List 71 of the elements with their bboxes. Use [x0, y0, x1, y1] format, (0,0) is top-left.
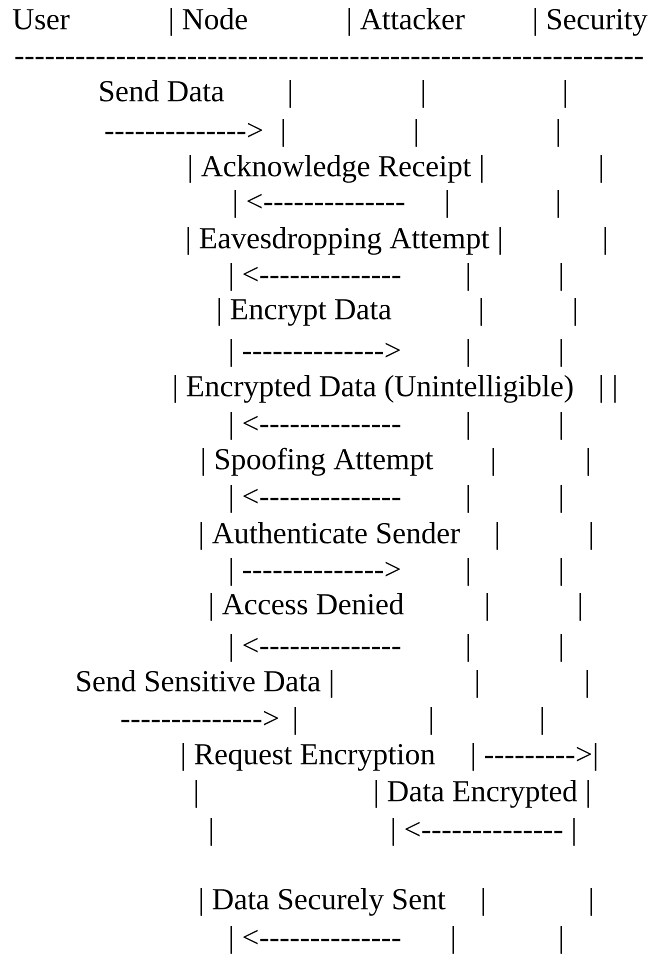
diagram-text: | --------->| [472, 743, 596, 771]
diagram-text: | [430, 707, 432, 735]
diagram-text: | Attacker [348, 8, 465, 36]
diagram-text: | [480, 298, 482, 326]
diagram-text: | [422, 80, 424, 108]
diagram-text: | <-------------- [230, 634, 400, 662]
diagram-text: | [492, 448, 494, 476]
diagram-text: | [496, 522, 498, 550]
diagram-text: --------------> [121, 710, 278, 726]
diagram-text: | [468, 485, 469, 513]
diagram-text: | [558, 119, 559, 147]
diagram-text: User [12, 9, 70, 30]
diagram-text: | <-------------- [230, 263, 400, 291]
diagram-text: | [468, 634, 469, 662]
diagram-text: | [574, 298, 576, 326]
diagram-text: | [196, 780, 197, 808]
diagram-text: | [542, 707, 543, 735]
diagram-text: | [446, 190, 448, 218]
diagram-text: | <-------------- [230, 412, 400, 440]
diagram-text: | [560, 263, 562, 291]
diagram-text: | [600, 155, 602, 183]
diagram-text: --------------> [105, 122, 262, 138]
diagram-text: Send Data [100, 80, 224, 102]
diagram-text: | [560, 634, 562, 662]
diagram-text: | [560, 926, 562, 954]
diagram-text: | [416, 119, 417, 147]
diagram-text: | [560, 485, 562, 513]
diagram-text: | [290, 80, 291, 108]
diagram-text: | [282, 119, 284, 147]
diagram-text: | Encrypt Data [218, 298, 392, 326]
diagram-text: | --------------> [230, 339, 400, 367]
diagram-text: | Request Encryption [182, 743, 435, 771]
diagram-text: | | [600, 375, 616, 403]
diagram-text: | <-------------- [230, 485, 400, 513]
diagram-text: | [560, 412, 562, 440]
diagram-text: | [486, 593, 488, 621]
diagram-text: | --------------> [230, 558, 400, 586]
diagram-text: | Access Denied [210, 593, 404, 621]
diagram-text: | [564, 80, 566, 108]
diagram-text: | [604, 227, 606, 255]
diagram-text: | [560, 339, 562, 367]
diagram-text: | [468, 558, 469, 586]
diagram-text: | [294, 707, 296, 735]
diagram-text: | Eavesdropping Attempt | [188, 227, 501, 255]
diagram-text: | [588, 448, 589, 476]
diagram-text: | [210, 818, 212, 846]
diagram-text: | [476, 670, 478, 698]
diagram-text: | Encrypted Data (Unintelligible) [174, 375, 573, 403]
diagram-text: | [580, 593, 581, 621]
diagram-text: | Node [170, 8, 247, 36]
diagram-text: | Spoofing Attempt [202, 448, 434, 476]
diagram-text: | [590, 522, 592, 550]
diagram-text: | [560, 558, 562, 586]
diagram-text: Send Sensitive Data | [77, 670, 332, 698]
diagram-text: | [468, 339, 469, 367]
diagram-text: | [590, 888, 592, 916]
diagram-text: | [452, 926, 454, 954]
diagram-text: | Authenticate Sender [200, 522, 460, 550]
diagram-text: -------------------------------------------------------------- [15, 56, 643, 60]
diagram-text: | Security [534, 8, 648, 36]
diagram-text: | [586, 670, 588, 698]
diagram-text: | <-------------- | [392, 818, 575, 846]
diagram-text: | Acknowledge Receipt | [190, 155, 483, 183]
diagram-text: | [468, 412, 469, 440]
diagram-text: | Data Securely Sent [200, 888, 446, 916]
diagram-text: | [468, 263, 469, 291]
diagram-text: | <-------------- [234, 190, 404, 218]
diagram-text: | [558, 190, 559, 218]
diagram-text: | Data Encrypted | [376, 780, 589, 808]
diagram-text: | <-------------- [230, 926, 400, 954]
diagram-text: | [482, 888, 484, 916]
